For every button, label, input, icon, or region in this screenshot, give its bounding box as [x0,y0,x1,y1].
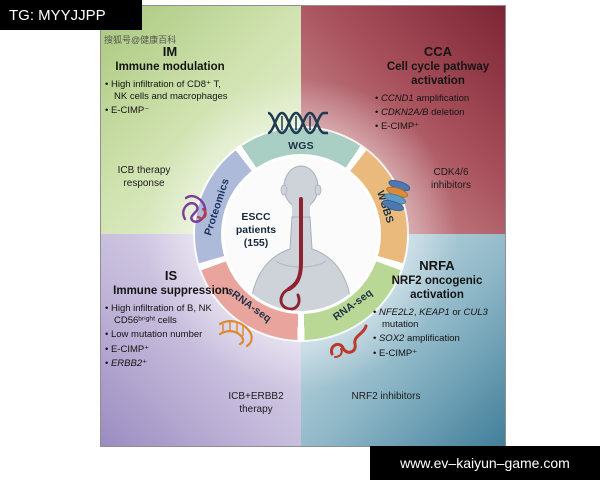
bullet-item: CCND1 amplification [375,93,501,105]
im-bullet-list: High infiltration of CD8⁺ T, NK cells an… [105,79,235,118]
bullet-item: E-CIMP⁻ [105,105,235,117]
bullet-item: CDKN2A/B deletion [375,107,501,119]
im-abbr: IM [162,44,178,59]
omics-ring: WGS WGBS RNA-seq sRNA-seq Proteomics ESC… [195,128,407,340]
protein-tangle-icon [182,194,207,223]
patient-cohort-label: ESCC patients (155) [235,211,277,250]
human-torso-esophagus-icon [249,165,353,311]
quadrant-nrfa: NRFA NRF2 oncogenic activation NFE2L2, K… [373,258,501,362]
site-watermark-bar: www.ev–kaiyun–game.com [370,446,600,480]
quadrant-cca: CCA Cell cycle pathway activation CCND1 … [375,44,501,136]
bullet-item: SOX2 amplification [373,333,501,345]
cca-bullet-list: CCND1 amplification CDKN2A/B deletion E-… [375,93,501,134]
bullet-item: E-CIMP⁺ [105,344,237,356]
im-title: Immune modulation [115,61,225,73]
cca-therapy-note: CDK4/6 inhibitors [430,167,472,191]
is-abbr: IS [164,268,178,283]
nrfa-bullet-list: NFE2L2, KEAP1 or CUL3 mutation SOX2 ampl… [373,307,501,360]
im-therapy-note: ICB therapy response [117,165,171,189]
tg-watermark-bar: TG: MYYJJPP [0,0,142,30]
quadrant-is: IS Immune suppression High infiltration … [105,268,237,373]
bullet-item: E-CIMP⁺ [375,121,501,133]
cca-title: Cell cycle pathway activation [386,61,490,87]
nrfa-therapy-note: NRF2 inhibitors [351,391,421,402]
dna-helix-icon [267,111,328,135]
rna-strand-icon [330,324,368,358]
ring-segment-label-wgs: WGS [288,140,314,152]
quadrant-im: IM Immune modulation High infiltration o… [105,44,235,120]
sohu-watermark: 搜狐号@健康百科 [104,35,177,45]
is-therapy-note: ICB+ERBB2 therapy [228,391,284,415]
bullet-item: Low mutation number [105,329,237,341]
is-title: Immune suppression [113,285,229,297]
bullet-item: High infiltration of CD8⁺ T, NK cells an… [105,79,235,104]
nrfa-abbr: NRFA [419,258,455,273]
cca-abbr: CCA [423,44,453,59]
is-bullet-list: High infiltration of B, NK CD56ᵇʳⁱᵍʰᵗ ce… [105,303,237,371]
bullet-item: NFE2L2, KEAP1 or CUL3 mutation [373,307,501,332]
bullet-item: E-CIMP⁺ [373,348,501,360]
nrfa-title: NRF2 oncogenic activation [391,275,483,301]
figure-border-box: 搜狐号@健康百科 IM Immune modulation High infil… [100,5,506,447]
bullet-item: ERBB2⁺ [105,358,237,370]
bullet-item: High infiltration of B, NK CD56ᵇʳⁱᵍʰᵗ ce… [105,303,237,328]
methylation-disc-stack-icon [382,180,410,212]
patient-circle: ESCC patients (155) [224,157,378,311]
